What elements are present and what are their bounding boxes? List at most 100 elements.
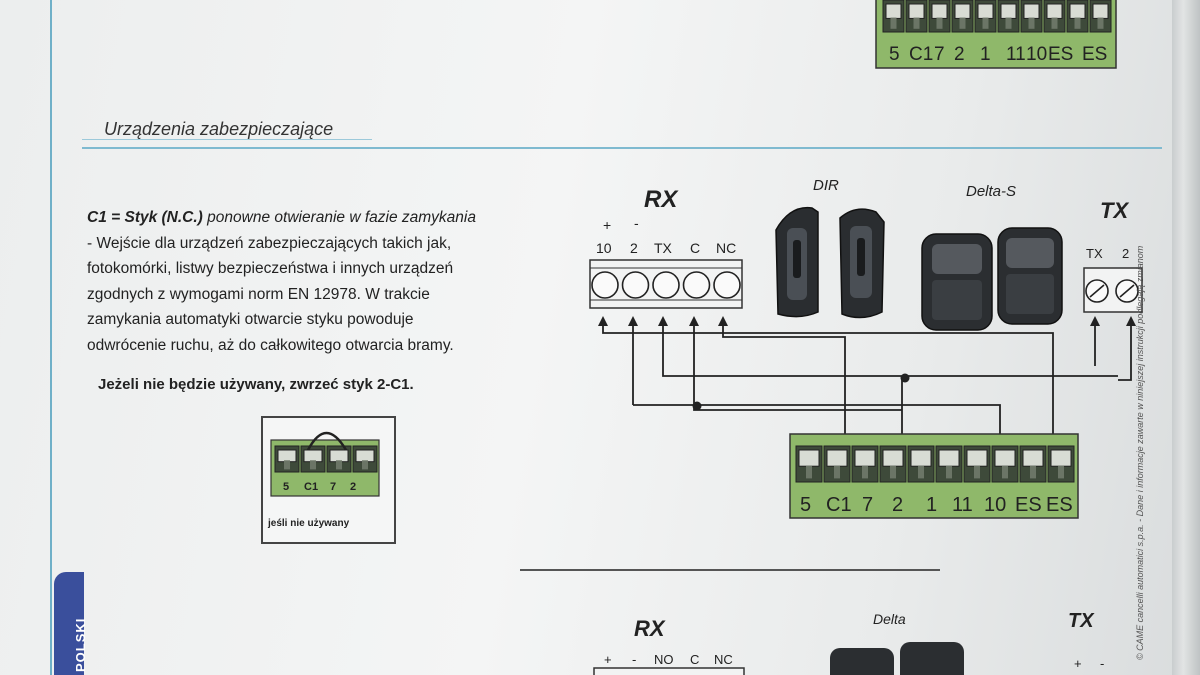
rx-terminal-label: TX <box>654 240 673 256</box>
inset-terminal-block <box>352 445 378 473</box>
board-terminal-label: 1 <box>926 494 937 516</box>
board-terminal-block <box>851 445 879 483</box>
top-terminal-label: 5 <box>889 44 900 65</box>
description-line: - Wejście dla urządzeń zabezpieczających… <box>87 234 452 252</box>
rx-screw-terminal <box>652 271 680 299</box>
top-terminal-block <box>928 0 951 33</box>
board-terminal-label: 11 <box>952 494 973 516</box>
board-terminal-label: 10 <box>984 494 1006 516</box>
bridge-note: Jeżeli nie będzie używany, zwrzeć styk 2… <box>98 376 414 393</box>
top-terminal-label: 10 <box>1026 44 1047 65</box>
board-terminal-block <box>991 445 1019 483</box>
section-title-underline <box>82 139 372 140</box>
board-terminal-block <box>795 445 823 483</box>
board-terminal-block <box>907 445 935 483</box>
inset-terminal-label: 5 <box>283 481 289 493</box>
dir-photocells: DIR <box>775 177 885 319</box>
board-terminal-label: 7 <box>862 494 873 516</box>
rx-minus-sign: - <box>634 215 639 231</box>
bridge-inset-caption: jeśli nie używany <box>268 518 350 529</box>
language-tab-label: POLSKI <box>73 617 88 672</box>
top-terminal-label: 7 <box>934 44 945 65</box>
inset-terminal-label: 7 <box>330 481 336 493</box>
bottom-rx-terminal-label: NO <box>654 652 674 667</box>
screen-bezel <box>1172 0 1200 675</box>
board-terminal-block <box>1019 445 1047 483</box>
section-title: Urządzenia zabezpieczające <box>104 119 334 139</box>
rx-screw-terminal <box>591 271 619 299</box>
dir-title: DIR <box>813 177 839 194</box>
top-terminal-label: C1 <box>909 44 933 65</box>
board-terminal-label: 2 <box>892 494 903 516</box>
top-terminal-block <box>1020 0 1043 33</box>
rx-plus-sign: + <box>603 217 611 233</box>
rx-screw-terminal <box>621 271 650 299</box>
top-terminal-block <box>905 0 928 33</box>
delta-s-device-right <box>997 227 1063 325</box>
bottom-rx-terminal-label: - <box>632 652 636 667</box>
bottom-tx-title: TX <box>1068 610 1095 632</box>
bottom-divider <box>520 569 940 571</box>
description-line: zamykania automatyki otwarcie styku powo… <box>87 311 414 328</box>
description-line: fotokomórki, listwy bezpieczeństwa i inn… <box>87 260 454 277</box>
top-terminal-label: ES <box>1048 44 1073 65</box>
tx-screw-terminal <box>1115 279 1139 303</box>
dir-device-right <box>839 208 885 319</box>
description-line: odwrócenie ruchu, aż do całkowitego otwa… <box>87 336 454 354</box>
delta-s-title: Delta-S <box>966 183 1016 200</box>
tx-screw-terminal <box>1085 279 1109 303</box>
description-line: zgodnych z wymogami norm EN 12978. W tra… <box>87 285 430 303</box>
description-first-line: C1 = Styk (N.C.) ponowne otwieranie w fa… <box>87 205 567 231</box>
bridge-jumper <box>306 431 348 451</box>
tx-terminal-label: 2 <box>1122 246 1129 261</box>
rx-screw-terminal <box>682 271 711 299</box>
bottom-rx-title: RX <box>634 616 666 641</box>
inset-terminal-label: C1 <box>304 481 318 493</box>
delta-s-device-left <box>921 233 993 331</box>
rx-terminal-label: 2 <box>630 240 638 256</box>
bottom-delta-title: Delta <box>873 611 906 627</box>
wiring-arrows <box>598 316 1136 326</box>
rx-terminal-label: C <box>690 240 700 256</box>
contact-function: ponowne otwieranie w fazie zamykania <box>202 209 476 226</box>
dir-device-left <box>775 206 819 318</box>
top-terminal-block <box>1089 0 1112 33</box>
top-terminal-label: 1 <box>980 44 991 65</box>
section-divider <box>82 147 1162 149</box>
board-terminal-block <box>935 445 963 483</box>
board-terminal-block <box>1047 445 1075 483</box>
top-terminal-block <box>997 0 1020 33</box>
rx-title: RX <box>644 186 679 213</box>
board-terminal-label: C1 <box>826 494 852 516</box>
board-terminal-label: ES <box>1015 494 1042 516</box>
board-terminal-block <box>879 445 907 483</box>
board-terminal-block <box>963 445 991 483</box>
contact-label: C1 = Styk (N.C.) <box>87 209 203 226</box>
bottom-tx-terminal-label: - <box>1100 656 1104 671</box>
top-terminal-block <box>1043 0 1066 33</box>
delta-s-photocells: Delta-S <box>921 183 1063 331</box>
language-tab: POLSKI <box>54 572 88 675</box>
rx-terminal-label: 10 <box>596 240 612 256</box>
tx-terminal-label: TX <box>1086 246 1103 261</box>
inset-terminal-block <box>326 445 352 473</box>
bottom-rx-terminal-label: C <box>690 652 699 667</box>
top-terminal-block <box>974 0 997 33</box>
top-terminal-block <box>951 0 974 33</box>
wiring-junctions <box>692 373 910 411</box>
copyright-note: © CAME cancelli automatici s.p.a. - Dane… <box>1135 245 1145 660</box>
bottom-rx-terminal-label: NC <box>714 652 733 667</box>
bottom-tx-terminal-label: + <box>1074 656 1082 671</box>
board-terminal-label: ES <box>1046 494 1073 516</box>
board-terminal-block <box>823 445 851 483</box>
top-terminal-block <box>882 0 905 33</box>
tx-title: TX <box>1100 198 1129 223</box>
inset-terminal-block <box>274 445 300 473</box>
top-terminal-label: 2 <box>954 44 965 65</box>
top-terminal-label: ES <box>1082 44 1107 65</box>
